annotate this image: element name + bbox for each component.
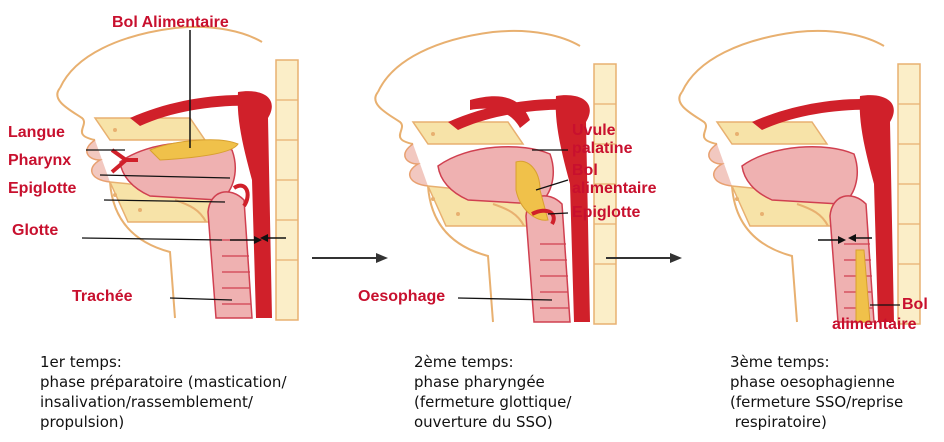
caption2-line4: ouverture du SSO) [414,412,571,432]
label-alimentaire-3: alimentaire [832,316,916,334]
caption1-line3: insalivation/rassemblement/ [40,392,287,412]
caption2-line2: phase pharyngée [414,372,571,392]
label-epiglotte: Epiglotte [8,180,76,198]
label-bol-alimentaire: Bol Alimentaire [112,14,229,32]
label-palatine: palatine [572,140,632,158]
panel3-anatomy [679,31,920,324]
label-uvule: Uvule [572,122,616,140]
label-bol: Bol [572,162,598,180]
panel1-anatomy [57,27,298,320]
caption3-line2: phase oesophagienne [730,372,903,392]
label-bol-3: Bol [902,296,928,314]
caption3-title: 3ème temps: [730,352,903,372]
label-pharynx: Pharynx [8,152,71,170]
label-alimentaire: alimentaire [572,180,656,198]
caption2-title: 2ème temps: [414,352,571,372]
caption3-line4: respiratoire) [730,412,903,432]
caption-panel2: 2ème temps: phase pharyngée (fermeture g… [414,352,571,432]
label-epiglotte-2: Epiglotte [572,204,640,222]
caption-panel3: 3ème temps: phase oesophagienne (fermetu… [730,352,903,432]
caption2-line3: (fermeture glottique/ [414,392,571,412]
caption3-line3: (fermeture SSO/reprise [730,392,903,412]
caption1-line4: propulsion) [40,412,287,432]
label-glotte: Glotte [12,222,58,240]
caption1-title: 1er temps: [40,352,287,372]
label-oesophage: Oesophage [358,288,445,306]
label-trachee: Trachée [72,288,132,306]
caption-panel1: 1er temps: phase préparatoire (masticati… [40,352,287,432]
label-langue: Langue [8,124,65,142]
caption1-line2: phase préparatoire (mastication/ [40,372,287,392]
